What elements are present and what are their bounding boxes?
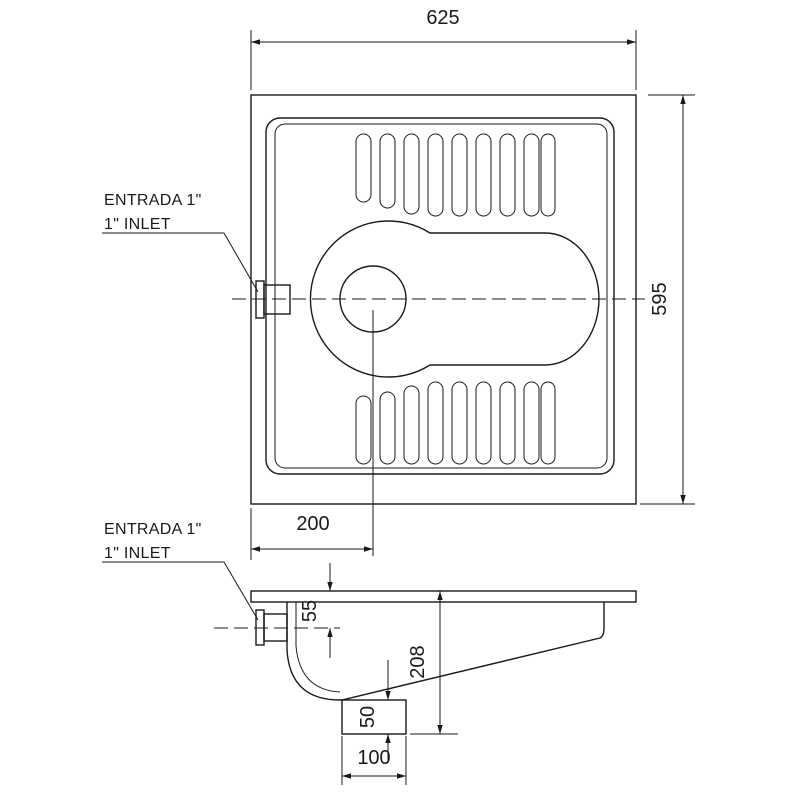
pan-basin (309, 220, 600, 378)
side-inlet-label-line2: 1" INLET (104, 545, 171, 562)
dimension-outlet-height: 50 (357, 660, 391, 762)
outlet-height-dimension-label: 50 (357, 706, 379, 728)
rim-plate (250, 590, 637, 603)
dimension-outlet-offset: 200 (250, 508, 373, 560)
pan-body-profile (286, 602, 605, 701)
top-view-inlet-callout: ENTRADA 1" 1" INLET (102, 192, 259, 293)
total-height-dimension-label: 208 (407, 645, 429, 678)
dimension-depth: 595 (640, 94, 695, 505)
upper-foot-grips (355, 133, 556, 217)
width-dimension-label: 625 (426, 7, 459, 29)
top-view (232, 94, 645, 556)
dimension-total-height: 208 (407, 591, 458, 735)
side-inlet-label-line1: ENTRADA 1" (104, 521, 202, 538)
depth-dimension-label: 595 (649, 282, 671, 315)
outlet-offset-dimension-label: 200 (296, 513, 329, 535)
dimension-outlet-width: 100 (341, 736, 407, 785)
side-view-inlet-callout: ENTRADA 1" 1" INLET (102, 521, 259, 621)
top-inlet-label-line1: ENTRADA 1" (104, 192, 202, 209)
top-inlet-label-line2: 1" INLET (104, 216, 171, 233)
outlet-spigot (341, 699, 407, 735)
side-view (214, 590, 637, 735)
tray-outline (265, 117, 615, 475)
dimension-inlet-height: 55 (299, 563, 333, 658)
tray-inner-outline (274, 123, 608, 469)
inlet-height-dimension-label: 55 (299, 600, 321, 622)
lower-foot-grips (355, 381, 556, 465)
outlet-width-dimension-label: 100 (357, 747, 390, 769)
dimension-width: 625 (250, 7, 637, 90)
